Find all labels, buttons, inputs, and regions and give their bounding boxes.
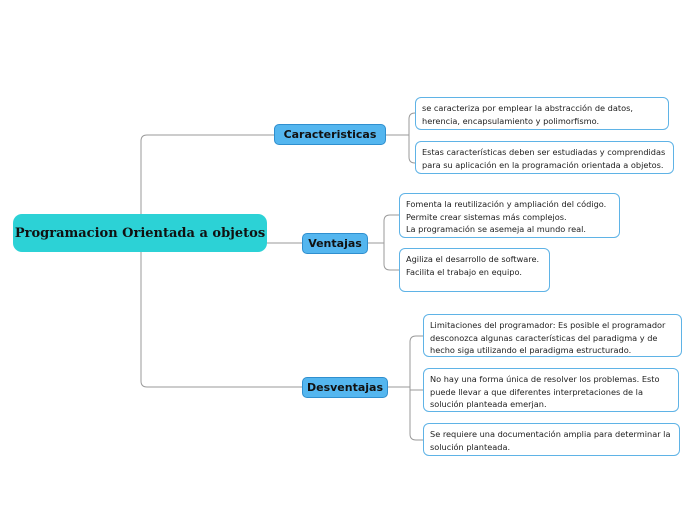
connector-caracteristicas-children [386,112,416,164]
subtopic-line: solución planteada emerjan. [430,399,547,410]
subtopic-line: desconozca algunas características del p… [430,332,658,343]
subtopic-line: para su aplicación en la programación or… [422,159,664,170]
subtopic-abstraccion[interactable]: se caracteriza por emplear la abstracció… [415,97,669,130]
topic-caracteristicas[interactable]: Caracteristicas [274,124,386,145]
subtopic-limitaciones[interactable]: Limitaciones del programador: Es posible… [423,314,682,357]
subtopic-line: No hay una forma única de resolver los p… [430,374,660,384]
subtopic-line: Agiliza el desarrollo de software. [406,254,540,264]
subtopic-line: Estas características deben ser estudiad… [422,147,666,157]
subtopic-documentacion[interactable]: Se requiere una documentación amplia par… [423,423,680,456]
subtopic-line: La programación se asemeja al mundo real… [406,224,587,235]
connector-desventajas-children [388,335,423,441]
connector-ventajas-children [368,214,399,271]
subtopic-agiliza[interactable]: Agiliza el desarrollo de software. Facil… [399,248,550,292]
subtopic-line: Limitaciones del programador: Es posible… [430,320,666,330]
subtopic-forma-unica[interactable]: No hay una forma única de resolver los p… [423,368,679,412]
subtopic-line: herencia, encapsulamiento y polimorfismo… [422,115,600,126]
connector-root-desventajas [140,233,302,388]
subtopic-line: Facilita el trabajo en equipo. [406,266,522,277]
topic-label: Caracteristicas [283,128,377,141]
central-topic[interactable]: Programacion Orientada a objetos [13,214,267,252]
subtopic-line: puede llevar a que diferentes interpreta… [430,386,643,397]
subtopic-estudiadas[interactable]: Estas características deben ser estudiad… [415,141,674,174]
subtopic-line: hecho siga utilizando el paradigma estru… [430,345,632,356]
topic-label: Ventajas [308,237,362,250]
subtopic-reutilizacion[interactable]: Fomenta la reutilización y ampliación de… [399,193,620,238]
topic-desventajas[interactable]: Desventajas [302,377,388,398]
subtopic-line: Permite crear sistemas más complejos. [406,211,567,222]
subtopic-line: se caracteriza por emplear la abstracció… [422,103,633,113]
subtopic-line: Se requiere una documentación amplia par… [430,429,671,439]
topic-label: Desventajas [306,381,384,394]
central-topic-label: Programacion Orientada a objetos [14,225,266,241]
topic-ventajas[interactable]: Ventajas [302,233,368,254]
subtopic-line: solución planteada. [430,441,511,452]
subtopic-line: Fomenta la reutilización y ampliación de… [406,199,607,209]
